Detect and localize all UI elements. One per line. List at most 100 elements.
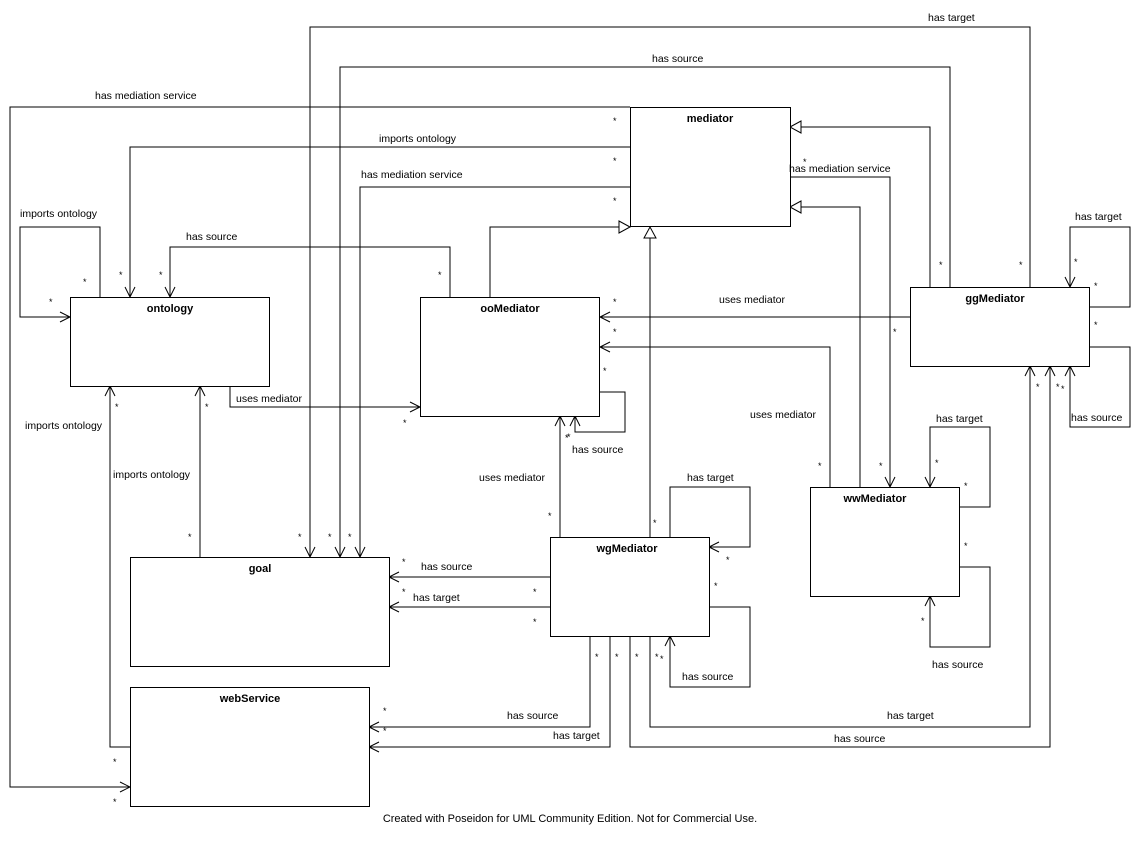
multiplicity-star: * <box>328 532 332 542</box>
class-name: ontology <box>147 303 194 315</box>
multiplicity-star: * <box>613 297 617 307</box>
multiplicity-star: * <box>613 196 617 206</box>
multiplicity-star: * <box>613 156 617 166</box>
class-mediator[interactable]: mediator <box>630 107 791 227</box>
gg-has-source-goal-line[interactable] <box>339 66 951 557</box>
association-label: uses mediator <box>479 472 545 484</box>
multiplicity-star: * <box>115 402 119 412</box>
multiplicity-star: * <box>1036 382 1040 392</box>
association-label: has source <box>932 659 984 671</box>
multiplicity-star: * <box>205 402 209 412</box>
association-label: has mediation service <box>95 90 197 102</box>
multiplicity-star: * <box>567 432 571 442</box>
multiplicity-star: * <box>1074 257 1078 267</box>
class-wgMediator[interactable]: wgMediator <box>550 537 710 637</box>
wg-has-target-gg-line[interactable] <box>649 366 1031 728</box>
multiplicity-star: * <box>1094 320 1098 330</box>
gg-generalization-arrowhead <box>788 120 802 134</box>
class-name: wgMediator <box>595 543 658 555</box>
multiplicity-star: * <box>49 297 53 307</box>
generalization-arrowheads <box>618 120 802 239</box>
wg-generalization-arrowhead <box>643 225 657 239</box>
class-goal[interactable]: goal <box>130 557 390 667</box>
multiplicity-star: * <box>613 327 617 337</box>
multiplicity-star: * <box>383 726 387 736</box>
association-label: has source <box>421 561 473 573</box>
association-label: has source <box>186 231 238 243</box>
mediator-has-mediation-service-ww-line[interactable] <box>790 176 891 487</box>
ww-generalization-line[interactable] <box>800 206 861 487</box>
multiplicity-star: * <box>533 617 537 627</box>
wg-has-source-self-line[interactable] <box>669 606 751 688</box>
association-label: has source <box>507 710 559 722</box>
multiplicity-star: * <box>1019 260 1023 270</box>
association-label: imports ontology <box>20 208 98 220</box>
association-label: uses mediator <box>236 393 302 405</box>
association-label: uses mediator <box>719 294 785 306</box>
association-label: has source <box>682 671 734 683</box>
multiplicity-markers: ****************************************… <box>49 116 1098 807</box>
ontology-imports-ontology-self-line[interactable] <box>19 226 101 318</box>
association-label: uses mediator <box>750 409 816 421</box>
multiplicity-star: * <box>119 270 123 280</box>
class-ggMediator[interactable]: ggMediator <box>910 287 1090 367</box>
association-label: has target <box>1075 211 1122 223</box>
association-label: has source <box>572 444 624 456</box>
multiplicity-star: * <box>403 418 407 428</box>
multiplicity-star: * <box>402 587 406 597</box>
wg-has-source-gg-line[interactable] <box>629 366 1051 748</box>
class-name: wwMediator <box>843 493 908 505</box>
multiplicity-star: * <box>298 532 302 542</box>
class-name: ggMediator <box>965 293 1025 305</box>
wg-has-target-self-line[interactable] <box>669 486 751 548</box>
oo-has-source-ontology-line[interactable] <box>169 246 451 297</box>
gg-has-source-self-line[interactable] <box>1069 346 1131 428</box>
multiplicity-star: * <box>113 797 117 807</box>
association-label: imports ontology <box>25 420 103 432</box>
multiplicity-star: * <box>935 458 939 468</box>
mediator-has-mediation-service-ws-line[interactable] <box>9 106 630 788</box>
multiplicity-star: * <box>893 327 897 337</box>
wg-has-source-ws-line[interactable] <box>369 636 591 728</box>
wg-has-target-ws-line[interactable] <box>369 636 611 748</box>
ontology-uses-mediator-line[interactable] <box>229 386 420 408</box>
class-ontology[interactable]: ontology <box>70 297 270 387</box>
association-label: has mediation service <box>789 163 891 175</box>
multiplicity-star: * <box>615 652 619 662</box>
multiplicity-star: * <box>159 270 163 280</box>
multiplicity-star: * <box>113 757 117 767</box>
multiplicity-star: * <box>921 616 925 626</box>
multiplicity-star: * <box>964 541 968 551</box>
multiplicity-star: * <box>653 518 657 528</box>
association-label: has source <box>1071 412 1123 424</box>
association-label: has mediation service <box>361 169 463 181</box>
multiplicity-star: * <box>818 461 822 471</box>
multiplicity-star: * <box>595 652 599 662</box>
ww-generalization-arrowhead <box>788 200 802 214</box>
oo-generalization-line[interactable] <box>489 226 620 297</box>
mediator-has-mediation-service-goal-line[interactable] <box>359 186 630 557</box>
class-ooMediator[interactable]: ooMediator <box>420 297 600 417</box>
ww-uses-mediator-line[interactable] <box>600 346 831 487</box>
association-lines <box>9 26 1131 788</box>
multiplicity-star: * <box>1061 384 1065 394</box>
ws-imports-ontology-line[interactable] <box>109 386 130 748</box>
mediator-imports-ontology-line[interactable] <box>129 146 630 297</box>
oo-has-source-self-line[interactable] <box>574 391 626 433</box>
association-label: has source <box>834 733 886 745</box>
multiplicity-star: * <box>1094 281 1098 291</box>
class-name: webService <box>219 693 281 705</box>
association-label: has target <box>936 413 983 425</box>
gg-has-target-self-line[interactable] <box>1069 226 1131 308</box>
class-webService[interactable]: webService <box>130 687 370 807</box>
multiplicity-star: * <box>565 433 569 443</box>
ww-has-target-self-line[interactable] <box>929 426 991 508</box>
class-name: ooMediator <box>480 303 540 315</box>
class-wwMediator[interactable]: wwMediator <box>810 487 960 597</box>
gg-generalization-line[interactable] <box>800 126 931 287</box>
gg-has-target-goal-line[interactable] <box>309 26 1031 557</box>
association-label: imports ontology <box>379 133 457 145</box>
multiplicity-star: * <box>383 706 387 716</box>
ww-has-source-self-line[interactable] <box>929 566 991 648</box>
multiplicity-star: * <box>533 587 537 597</box>
